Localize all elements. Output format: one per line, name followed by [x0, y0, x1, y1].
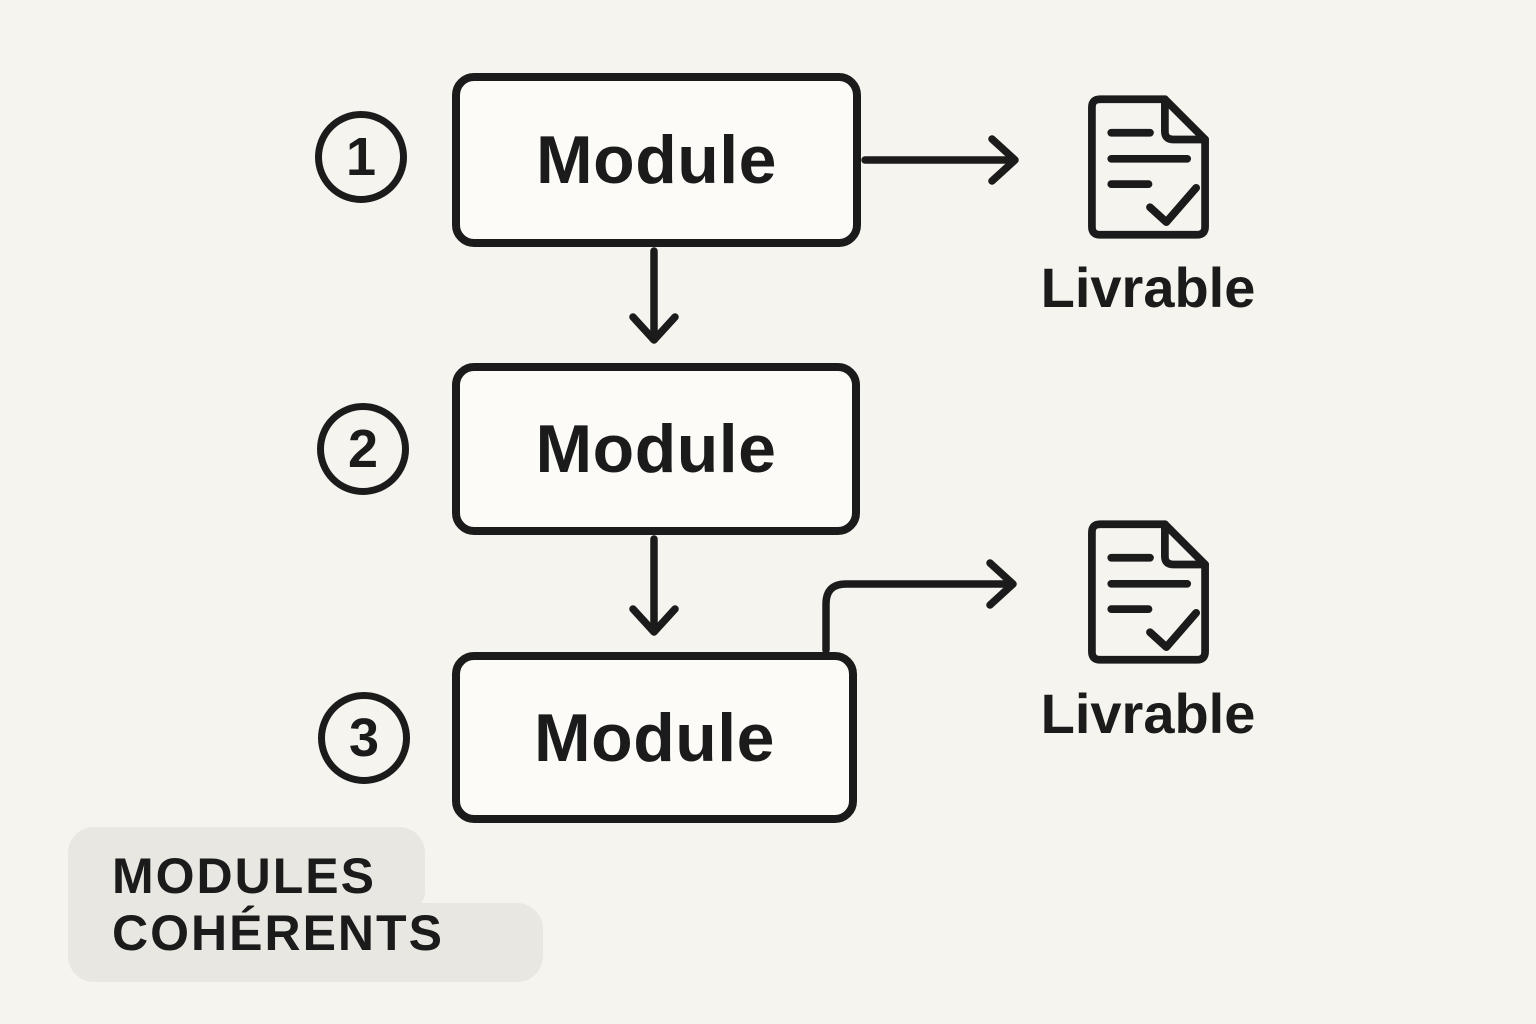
step-badge-1: 1 — [315, 111, 407, 203]
document-outline — [1088, 520, 1209, 664]
arrow-module1-to-livrable1-head — [988, 135, 1019, 185]
module-label-3: Module — [534, 699, 775, 776]
document-checkmark — [1146, 183, 1201, 226]
step-badge-3: 3 — [318, 692, 410, 784]
document-fold — [1161, 95, 1209, 144]
module-label-1: Module — [536, 122, 777, 198]
document-checkmark — [1146, 608, 1201, 651]
step-number-3: 3 — [348, 708, 380, 768]
arrow-module2-to-module3-head — [629, 605, 679, 636]
arrow-module1-to-module2-head — [629, 313, 679, 344]
module-box-3: Module — [452, 652, 857, 823]
caption-background-bottom — [68, 903, 543, 982]
document-check-icon-2 — [1088, 520, 1209, 664]
document-outline — [1088, 95, 1209, 239]
arrow-module3-to-livrable2-head — [986, 559, 1017, 609]
document-fold — [1161, 520, 1209, 569]
deliverable-label-1: Livrable — [1040, 256, 1256, 319]
arrow-module3-to-livrable2-shaft — [822, 580, 1012, 654]
caption-background-top — [68, 827, 425, 907]
module-box-2: Module — [452, 363, 860, 535]
step-badge-2: 2 — [317, 403, 409, 495]
step-number-2: 2 — [347, 419, 379, 479]
step-number-1: 1 — [345, 127, 377, 187]
module-box-1: Module — [452, 73, 861, 247]
deliverable-label-2: Livrable — [1040, 682, 1256, 745]
caption-modules-coherents: MODULES COHÉRENTS — [68, 827, 543, 982]
caption-text: MODULES COHÉRENTS — [112, 827, 444, 982]
caption-line-1: MODULES — [112, 847, 376, 904]
caption-line-2: COHÉRENTS — [112, 904, 444, 961]
document-check-icon-1 — [1088, 95, 1209, 239]
module-label-2: Module — [535, 411, 777, 487]
